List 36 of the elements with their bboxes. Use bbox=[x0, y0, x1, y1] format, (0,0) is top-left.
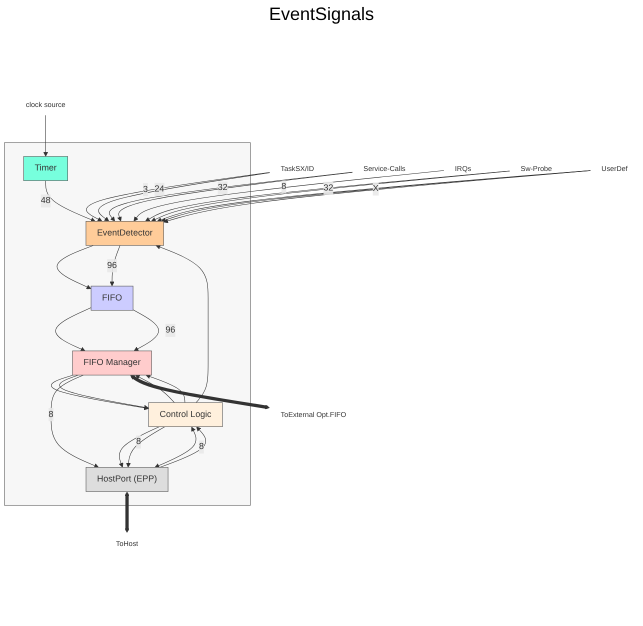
arrow bbox=[43, 115, 48, 157]
node-box: EventDetector bbox=[86, 221, 164, 246]
node-box: FIFO Manager bbox=[72, 350, 152, 376]
arrow bbox=[134, 170, 444, 222]
node-box: FIFO bbox=[90, 286, 134, 311]
edge-label: 96 bbox=[107, 260, 117, 270]
arrow bbox=[156, 244, 208, 403]
arrow bbox=[130, 374, 270, 410]
edge-label: 8 bbox=[198, 442, 204, 452]
arrow bbox=[55, 307, 92, 352]
node-box: HostPort (EPP) bbox=[86, 467, 168, 492]
arrow bbox=[124, 492, 130, 533]
arrow bbox=[132, 310, 159, 352]
edge-label: 32 bbox=[218, 183, 228, 192]
heading-label: EventSignals bbox=[268, 4, 376, 25]
arrow bbox=[135, 374, 175, 403]
edge-label: 8 bbox=[281, 182, 286, 192]
edge-label: 32 bbox=[323, 183, 334, 193]
arrow bbox=[146, 374, 186, 403]
node-box: Timer bbox=[23, 156, 68, 181]
arrow bbox=[154, 426, 196, 468]
arrow bbox=[160, 426, 206, 468]
arrow bbox=[50, 374, 99, 468]
edge-label: 96 bbox=[165, 325, 176, 335]
edge-label: 3 bbox=[142, 184, 148, 194]
edge-label: 8 bbox=[48, 410, 54, 420]
arrow bbox=[118, 426, 160, 468]
cluster bbox=[4, 142, 251, 506]
node-box: Control Logic bbox=[148, 402, 223, 427]
edge-label: 24 bbox=[154, 184, 164, 194]
arrow bbox=[56, 245, 94, 290]
edge-label: X bbox=[372, 184, 379, 194]
edge-label: 8 bbox=[136, 437, 141, 446]
edge-label: 48 bbox=[40, 196, 51, 206]
arrow bbox=[45, 180, 96, 222]
arrow bbox=[126, 426, 166, 468]
